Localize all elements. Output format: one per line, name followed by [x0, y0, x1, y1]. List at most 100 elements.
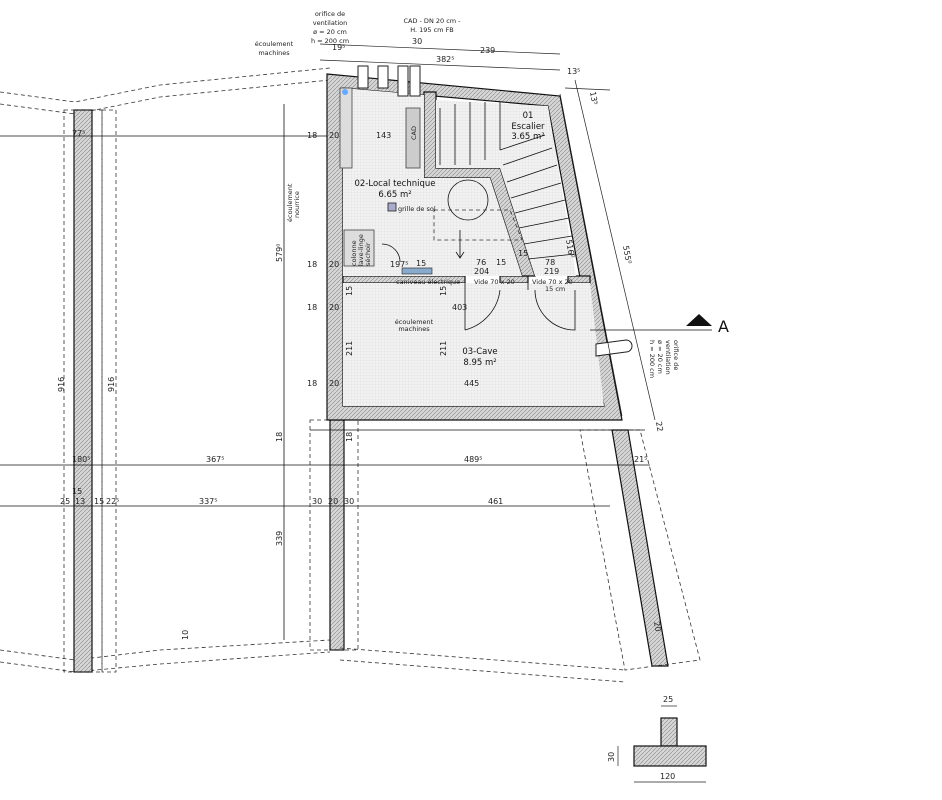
room-cave-area: 8.95 m²: [463, 358, 496, 368]
vent-right-line4: h = 200 cm: [648, 340, 656, 378]
dim-row2-15b: 15: [496, 258, 506, 267]
annotation-ventilation-top: orifice de ventilation ø = 20 cm h = 200…: [311, 10, 349, 45]
dim-row2-18: 18: [307, 260, 317, 269]
dim-h2-20: 20: [328, 497, 338, 506]
vent-top-line2: ventilation: [313, 19, 348, 27]
vide-left-label: Vide 70 x 20: [474, 278, 515, 286]
vent-right-line3: ø = 20 cm: [656, 340, 664, 374]
dim-v-916b: 916: [107, 377, 116, 392]
doors: [381, 243, 576, 331]
ecoulement-mid-line2: machines: [398, 325, 430, 333]
detail-height-30: 30: [607, 752, 616, 762]
cad-box-label: CAD: [410, 126, 418, 140]
ecoulement-mid-line1: écoulement: [395, 318, 434, 326]
vent-top-line3: ø = 20 cm: [313, 28, 347, 36]
small-15cm-label: 15 cm: [545, 285, 565, 293]
dim-v-579: 579⁰: [275, 244, 284, 262]
room-escalier-name: Escalier: [511, 122, 545, 132]
colonne-line3: séchoir: [364, 242, 372, 266]
dim-v-211b: 211: [439, 341, 448, 356]
dim-row4-18: 18: [307, 379, 317, 388]
dim-v-18: 18: [275, 432, 284, 442]
room-local-technique-name: 02-Local technique: [355, 179, 436, 189]
dim-v-916a: 916: [57, 377, 66, 392]
vent-right-line2: ventilation: [664, 340, 672, 375]
room-cave-name: 03-Cave: [462, 347, 497, 357]
annotation-ventilation-right: orifice de ventilation ø = 20 cm h = 200…: [648, 340, 680, 378]
detail-width-25: 25: [663, 695, 673, 704]
colonne-line1: colonne: [350, 240, 358, 266]
cad-top-line2: H. 195 cm FB: [410, 26, 454, 34]
dim-h2-22: 22⁵: [106, 497, 119, 506]
room-cave: 03-Cave 8.95 m²: [462, 347, 497, 368]
annotation-ecoulement-mid: écoulement machines: [395, 318, 434, 333]
dim-row4-445: 445: [464, 379, 479, 388]
dim-row2-204: 204: [474, 267, 489, 276]
vide-right-label: Vide 70 x 20: [532, 278, 573, 286]
dim-bottom-20: 20: [652, 621, 663, 633]
dim-v-15: 15: [345, 286, 354, 296]
top-dimension-lines: [319, 43, 656, 421]
vent-right-line1: orifice de: [672, 340, 680, 370]
dim-row2-78: 78: [545, 258, 555, 267]
vent-top-line1: orifice de: [315, 10, 345, 18]
dim-top-382: 382⁵: [436, 55, 454, 64]
ecoulement-top-line2: machines: [258, 49, 290, 57]
dim-row2-15a: 15: [416, 259, 426, 268]
dim-right-13: 13⁵: [588, 91, 599, 106]
nourrice-line1: écoulement: [286, 183, 294, 222]
foundation-column-2: [329, 419, 345, 651]
dim-row1-18: 18: [307, 131, 317, 140]
nourrice-line2: nourrice: [293, 191, 301, 218]
floor-areas: [343, 88, 604, 406]
annotation-ecoulement-top: écoulement machines: [255, 40, 294, 57]
dim-h2-15b: 15: [72, 487, 82, 496]
room-escalier-number: 01: [523, 111, 534, 121]
dim-v-18b: 18: [345, 432, 354, 442]
dimension-labels: 30 19⁵ 239 382⁵ 13⁵ 13⁵ 555⁰ 516⁰ 22 21⁵…: [57, 37, 665, 640]
grille-label: grille de sol: [398, 205, 436, 213]
dim-h2-30b: 30: [344, 497, 354, 506]
dim-right-22: 22: [654, 421, 665, 433]
dim-row3-20: 20: [329, 303, 339, 312]
dim-row2-20: 20: [329, 260, 339, 269]
dim-right-21: 21⁵: [634, 455, 647, 464]
dim-h2-15: 15: [94, 497, 104, 506]
room-local-technique-area: 6.65 m²: [378, 190, 411, 200]
dim-h1-489: 489⁵: [464, 455, 482, 464]
dim-row2-15c: 15: [518, 249, 528, 258]
dim-h2-461: 461: [488, 497, 503, 506]
dim-row2-197: 197⁵: [390, 260, 408, 269]
dim-bottom-10: 10: [181, 630, 190, 640]
dim-v-15b: 15: [439, 286, 448, 296]
cad-unit: [405, 107, 421, 169]
dim-h2-337: 337⁵: [199, 497, 217, 506]
dim-right-555: 555⁰: [621, 245, 633, 265]
dim-top-239: 239: [480, 46, 495, 55]
foundation-column-1: [73, 109, 93, 673]
dim-row4-20: 20: [329, 379, 339, 388]
detail-width-120: 120: [660, 772, 675, 781]
section-arrow-icon: [686, 314, 712, 326]
colonne-line2: lave-linge: [357, 234, 365, 266]
room-escalier-area: 3.65 m²: [511, 132, 544, 142]
fixtures: CAD: [339, 65, 633, 357]
ecoulement-top-line1: écoulement: [255, 40, 294, 48]
dim-row1-20: 20: [329, 131, 339, 140]
dim-top-30: 30: [412, 37, 422, 46]
dim-row2-219: 219: [544, 267, 559, 276]
caniveau-label: caniveau électrique: [396, 278, 460, 286]
dim-v-211a: 211: [345, 341, 354, 356]
section-marker: A: [590, 314, 729, 336]
cad-top-line1: CAD - DN 20 cm -: [403, 17, 461, 25]
dim-row2-76: 76: [476, 258, 486, 267]
dim-h2-13: 13: [75, 497, 85, 506]
drain-icon: [342, 89, 348, 95]
vent-top-line4: h = 200 cm: [311, 37, 349, 45]
dim-top-13: 13⁵: [567, 67, 580, 76]
annotation-colonne: colonne lave-linge séchoir: [350, 234, 372, 266]
stair-treads: [433, 102, 576, 260]
washer-column: [343, 229, 375, 267]
dim-right-516: 516⁰: [564, 239, 576, 259]
